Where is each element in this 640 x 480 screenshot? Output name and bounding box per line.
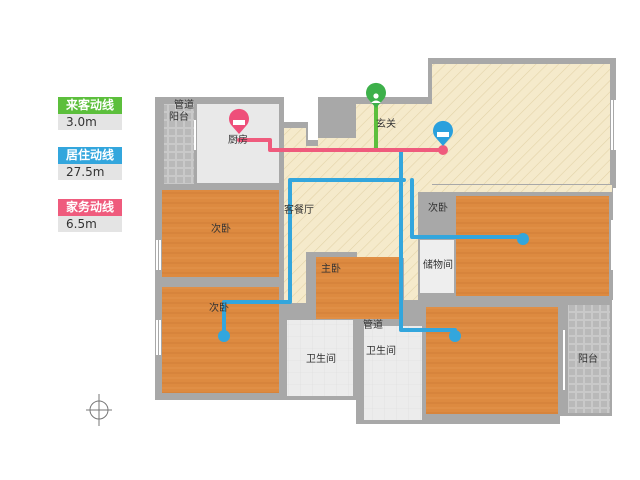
route-end-bedroom-right	[517, 233, 529, 245]
route-end-chores	[438, 145, 448, 155]
storage-floor	[420, 240, 454, 293]
label-bathroom-right: 卫生间	[366, 344, 396, 357]
living-room-upper	[432, 64, 610, 184]
living-route-left	[222, 178, 406, 338]
living-dining-floor	[284, 104, 612, 303]
legend-chores-route: 家务动线 6.5m	[58, 199, 122, 232]
label-pipe-mid: 管道	[363, 318, 383, 331]
label-living-dining: 客餐厅	[284, 203, 314, 216]
bathroom-right-floor	[364, 326, 422, 420]
route-end-master	[449, 330, 461, 342]
bedroom-left-upper-floor	[162, 190, 279, 277]
bathroom-left-floor	[287, 320, 353, 396]
label-bedroom-right-upper: 次卧	[428, 201, 448, 214]
label-balcony-right: 阳台	[578, 352, 598, 365]
bedroom-right-upper-floor	[456, 196, 609, 296]
label-storage: 储物间	[423, 258, 453, 271]
label-bedroom-left-upper: 次卧	[211, 222, 231, 235]
label-kitchen: 厨房	[228, 133, 248, 146]
legend-guest-value: 3.0m	[58, 114, 122, 130]
label-master-bedroom: 主卧	[321, 262, 341, 275]
balcony-top-left	[164, 104, 194, 184]
legend-living-value: 27.5m	[58, 164, 122, 180]
label-entrance: 玄关	[376, 117, 396, 130]
balcony-right-floor	[568, 305, 610, 413]
legend-chores-value: 6.5m	[58, 216, 122, 232]
windows	[156, 100, 616, 390]
legend-guest-route: 来客动线 3.0m	[58, 97, 122, 130]
route-endpoints	[218, 145, 529, 342]
person-icon	[365, 82, 386, 108]
legend-chores-label: 家务动线	[58, 199, 122, 216]
legend-guest-label: 来客动线	[58, 97, 122, 114]
bed-icon	[433, 120, 454, 146]
compass-icon	[86, 394, 112, 426]
sofa-icon	[229, 108, 250, 134]
bedroom-lower-right-floor	[426, 307, 558, 414]
label-bathroom-left: 卫生间	[306, 352, 336, 365]
label-pipe-top: 管道	[174, 98, 194, 111]
master-bedroom-floor	[316, 257, 400, 319]
route-end-bedroom-left	[218, 330, 230, 342]
label-balcony-top-left: 阳台	[169, 110, 189, 123]
chores-route	[237, 138, 445, 152]
label-bedroom-left-lower: 次卧	[209, 301, 229, 314]
legend-living-route: 居住动线 27.5m	[58, 147, 122, 180]
legend-living-label: 居住动线	[58, 147, 122, 164]
